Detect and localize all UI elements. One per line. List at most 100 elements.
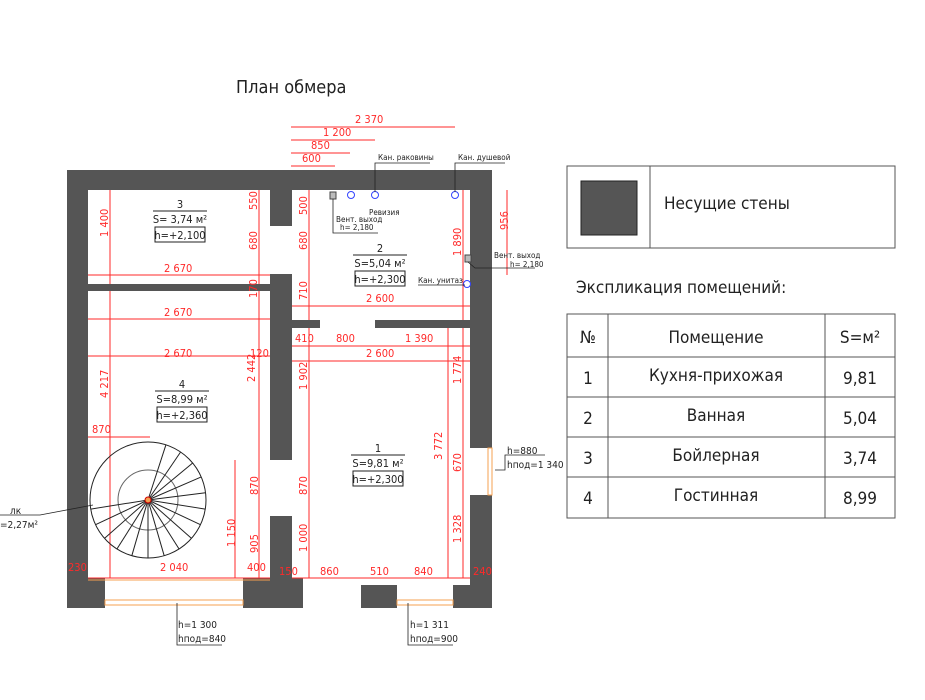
annotation: h=880	[507, 446, 538, 457]
room-area: S= 3,74 м²	[153, 213, 207, 226]
load-bearing-wall-swatch	[580, 180, 638, 236]
dimension-label: 120	[250, 347, 269, 360]
annotation: лк	[10, 506, 22, 517]
dimension-label: 800	[336, 332, 355, 345]
dimension-label: 2 442	[245, 354, 258, 382]
room-height: h=+2,100	[154, 229, 205, 242]
annotation: Вент. выход	[494, 251, 540, 260]
room-number: 1	[375, 442, 381, 455]
dimension-label: 1 400	[98, 209, 111, 237]
dimension-label: 680	[247, 231, 260, 250]
table-cell: Ванная	[687, 406, 745, 426]
toilet-drain-icon	[463, 280, 471, 288]
vent-icon	[329, 191, 337, 200]
annotation: =2,27м²	[0, 520, 38, 531]
vent-icon	[464, 254, 472, 263]
annotation: h=1 300	[178, 620, 217, 631]
dimension-label: 600	[302, 152, 321, 165]
dimension-label: 4 217	[98, 370, 111, 398]
table-cell: 2	[583, 409, 593, 429]
dimension-label: 860	[320, 565, 339, 578]
dimension-label: 500	[297, 196, 310, 215]
dimension-label: 1 200	[323, 126, 351, 139]
room-height: h=+2,360	[156, 409, 207, 422]
dimension-label: 2 670	[164, 347, 192, 360]
shower-drain-icon	[451, 191, 459, 199]
dimension-label: 905	[248, 534, 261, 553]
dimension-label: 870	[92, 423, 111, 436]
room-area: S=8,99 м²	[156, 393, 207, 406]
table-cell: 5,04	[843, 409, 877, 429]
annotation: hпод=840	[178, 634, 226, 645]
table-cell: 1	[583, 369, 593, 389]
room-number: 2	[377, 242, 383, 255]
room-number: 3	[177, 198, 183, 211]
dimension-label: 2 600	[366, 292, 394, 305]
dimension-label: 2 600	[366, 347, 394, 360]
plan-title: План обмера	[236, 77, 346, 98]
dimension-label: 170	[247, 279, 260, 298]
room-height: h=+2,300	[354, 273, 405, 286]
annotation: hпод=900	[410, 634, 458, 645]
table-cell: Бойлерная	[672, 446, 759, 466]
dimension-label: 3 772	[432, 432, 445, 460]
room-number: 4	[179, 378, 185, 391]
dimension-label: 240	[473, 565, 492, 578]
table-header: Помещение	[669, 328, 764, 348]
dimension-label: 870	[297, 476, 310, 495]
annotation: Кан. унитаз	[418, 276, 463, 285]
dimension-label: 2 670	[164, 262, 192, 275]
table-cell: 3,74	[843, 449, 877, 469]
dimension-label: 710	[297, 281, 310, 300]
room-area: S=5,04 м²	[354, 257, 405, 270]
dimension-label: 2 040	[160, 561, 188, 574]
table-cell: 4	[583, 489, 593, 509]
dimension-label: 1 890	[451, 228, 464, 256]
dimension-label: 2 670	[164, 306, 192, 319]
dimension-label: 870	[248, 476, 261, 495]
windows	[88, 447, 493, 606]
dimension-lines	[88, 126, 508, 579]
dimension-label: 680	[297, 231, 310, 250]
table-header: S=м²	[840, 328, 880, 348]
table-header: №	[580, 328, 596, 348]
dimension-label: 2 370	[355, 113, 383, 126]
walls	[67, 170, 492, 608]
table-cell: Кухня-прихожая	[649, 366, 783, 386]
dimension-label: 1 328	[451, 515, 464, 543]
spiral-staircase	[89, 441, 207, 559]
dimension-label: 840	[414, 565, 433, 578]
room-area: S=9,81 м²	[352, 457, 403, 470]
dimension-label: 230	[68, 561, 87, 574]
annotation: Кан. раковины	[378, 153, 434, 162]
dimension-label: 956	[498, 211, 511, 230]
table-cell: Гостинная	[674, 486, 759, 506]
dimension-label: 400	[247, 561, 266, 574]
room-height: h=+2,300	[352, 473, 403, 486]
dimension-label: 1 150	[225, 519, 238, 547]
dimension-label: 670	[451, 453, 464, 472]
annotation: hпод=1 340	[507, 460, 564, 471]
annotation: h=1 311	[410, 620, 449, 631]
annotation: Вент. выход	[336, 215, 382, 224]
dimension-label: 1 902	[297, 362, 310, 390]
dimension-label: 1 000	[297, 524, 310, 552]
table-cell: 3	[583, 449, 593, 469]
sink-drain-icon	[371, 191, 379, 199]
annotation: h= 2,180	[510, 260, 544, 269]
legend-label: Несущие стены	[664, 194, 790, 214]
dimension-label: 410	[295, 332, 314, 345]
dimension-label: 850	[311, 139, 330, 152]
explication-title: Экспликация помещений:	[576, 278, 786, 298]
legend: Несущие стены	[566, 165, 896, 249]
annotation: Кан. душевой	[458, 153, 511, 162]
dimension-label: 150	[279, 565, 298, 578]
revision-icon	[347, 191, 355, 199]
table-cell: 8,99	[843, 489, 877, 509]
annotation: h= 2,180	[340, 223, 374, 232]
dimension-label: 1 774	[451, 356, 464, 384]
dimension-label: 510	[370, 565, 389, 578]
explication-table	[566, 313, 896, 519]
